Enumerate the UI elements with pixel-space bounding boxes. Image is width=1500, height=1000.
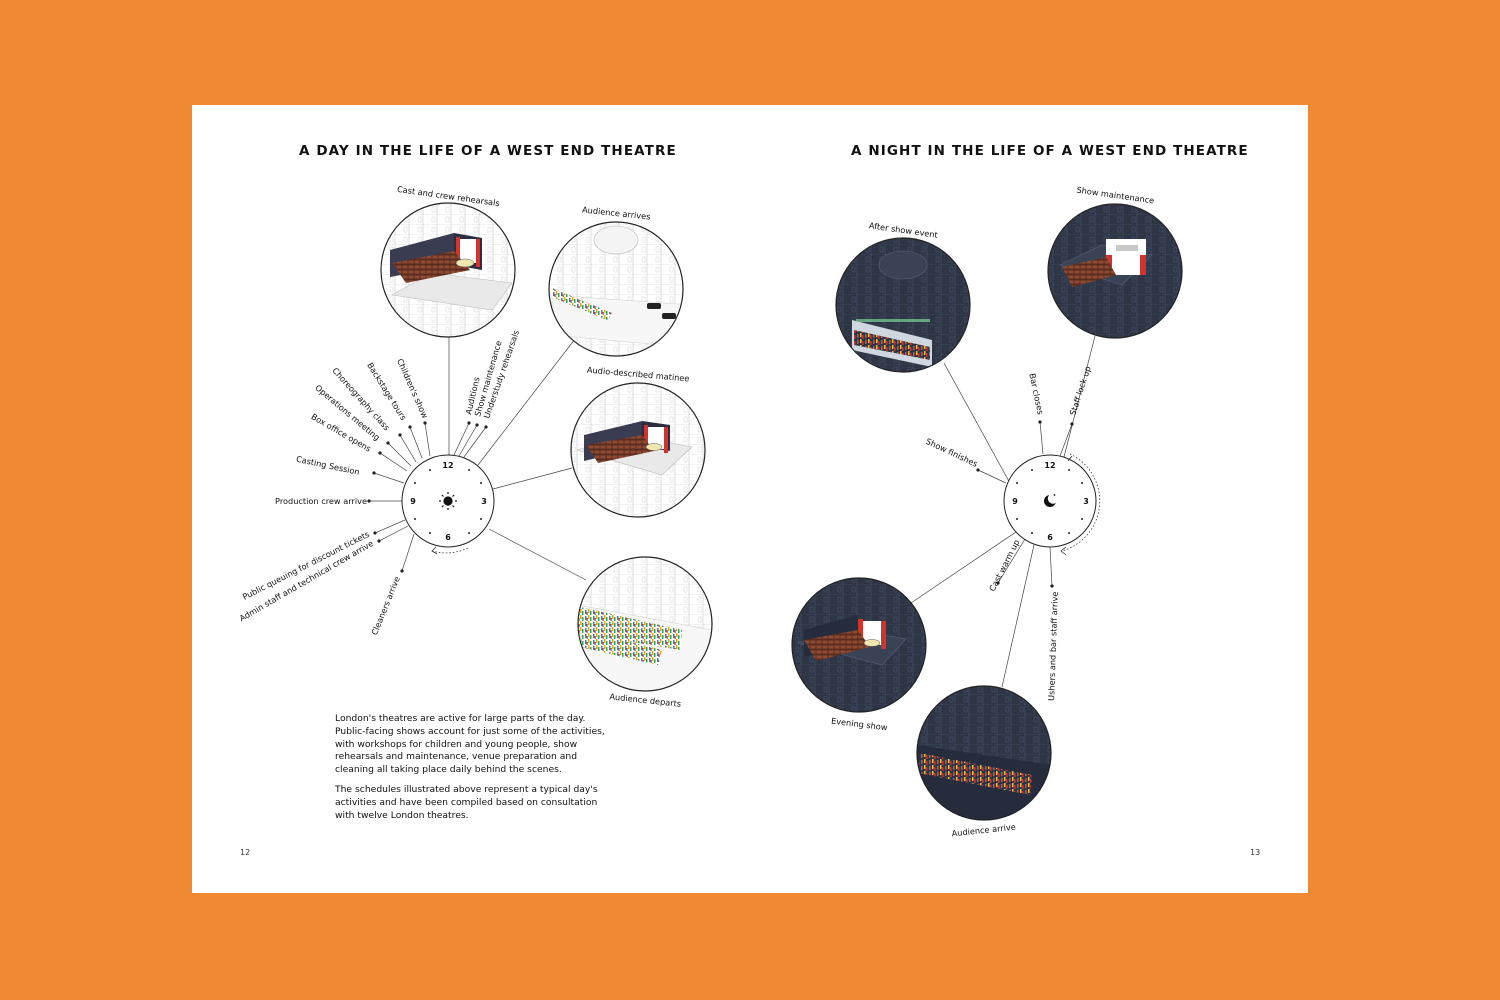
- label-casting-session: Casting Session: [295, 454, 360, 477]
- page-number-right: 13: [1250, 848, 1261, 857]
- day-clock-6: 6: [445, 533, 451, 542]
- day-page-title: A DAY IN THE LIFE OF A WEST END THEATRE: [299, 143, 677, 159]
- vignette-label: Audience arrives: [582, 204, 651, 221]
- label-staff-lock-up: Staff lock up: [1067, 365, 1092, 417]
- body-paragraph-1: London's theatres are active for large p…: [335, 713, 605, 776]
- vignette-audience-arrives: Audience arrives: [548, 204, 684, 357]
- moon-icon: [1044, 493, 1059, 507]
- body-text: London's theatres are active for large p…: [335, 713, 615, 829]
- label-ushers-bar-staff-arrive: Ushers and bar staff arrive: [1046, 591, 1060, 701]
- vignette-audience-departs: Audience departs: [577, 556, 713, 709]
- day-clock: 12 3 6 9 Production crew arrive Casting …: [237, 329, 587, 636]
- connector-line: [492, 467, 573, 490]
- night-clock-6: 6: [1047, 533, 1053, 542]
- label-cleaners-arrive: Cleaners arrive: [369, 575, 402, 636]
- book-spread: A DAY IN THE LIFE OF A WEST END THEATRE …: [192, 105, 1308, 893]
- sun-icon: [439, 492, 457, 510]
- connector-line: [943, 362, 1012, 486]
- connector-line: [477, 338, 576, 466]
- body-paragraph-2: The schedules illustrated above represen…: [335, 783, 598, 821]
- day-clock-9: 9: [410, 497, 416, 506]
- night-clock: 12 3 6 9 Show finishes Bar closes Staff …: [910, 335, 1101, 701]
- vignette-evening-show: Evening show: [791, 577, 927, 733]
- vignette-cast-crew-rehearsals: Cast and crew rehearsals: [380, 184, 516, 338]
- vignette-label: Evening show: [831, 716, 889, 733]
- vignette-audience-arrive: Audience arrive: [916, 685, 1052, 839]
- day-clock-12: 12: [442, 461, 453, 470]
- connector-line: [1063, 335, 1096, 458]
- day-clock-3: 3: [481, 497, 487, 506]
- connector-line: [488, 528, 587, 581]
- theatre-clock-diagrams: 12 3 6 9 Production crew arrive Casting …: [237, 184, 1183, 839]
- night-clock-12: 12: [1044, 461, 1055, 470]
- label-public-queuing: Public queuing for discount tickets: [241, 529, 371, 602]
- label-production-crew-arrive: Production crew arrive: [275, 496, 367, 506]
- vignette-label: Audience departs: [609, 691, 682, 708]
- label-admin-staff-arrive: Admin staff and technical crew arrive: [237, 538, 375, 623]
- connector-line: [910, 529, 1020, 604]
- vignette-label: Show maintenance: [1076, 185, 1155, 206]
- connector-line: [1001, 544, 1035, 688]
- night-clock-3: 3: [1083, 497, 1089, 506]
- page-number-left: 12: [240, 848, 251, 857]
- label-show-finishes: Show finishes: [924, 436, 979, 469]
- night-page-title: A NIGHT IN THE LIFE OF A WEST END THEATR…: [851, 143, 1249, 159]
- night-clock-9: 9: [1012, 497, 1018, 506]
- vignette-label: After show event: [868, 220, 939, 240]
- vignette-audio-described-matinee: Audio-described matinee: [570, 365, 706, 518]
- vignette-label: Audio-described matinee: [587, 365, 690, 384]
- vignette-label: Audience arrive: [951, 822, 1016, 839]
- label-bar-closes: Bar closes: [1027, 372, 1046, 415]
- label-box-office-opens: Box office opens: [309, 411, 373, 453]
- label-cast-warm-up: Cast warm up: [987, 538, 1022, 593]
- vignette-show-maintenance: Show maintenance: [1047, 185, 1183, 339]
- vignette-after-show-event: After show event: [835, 220, 971, 373]
